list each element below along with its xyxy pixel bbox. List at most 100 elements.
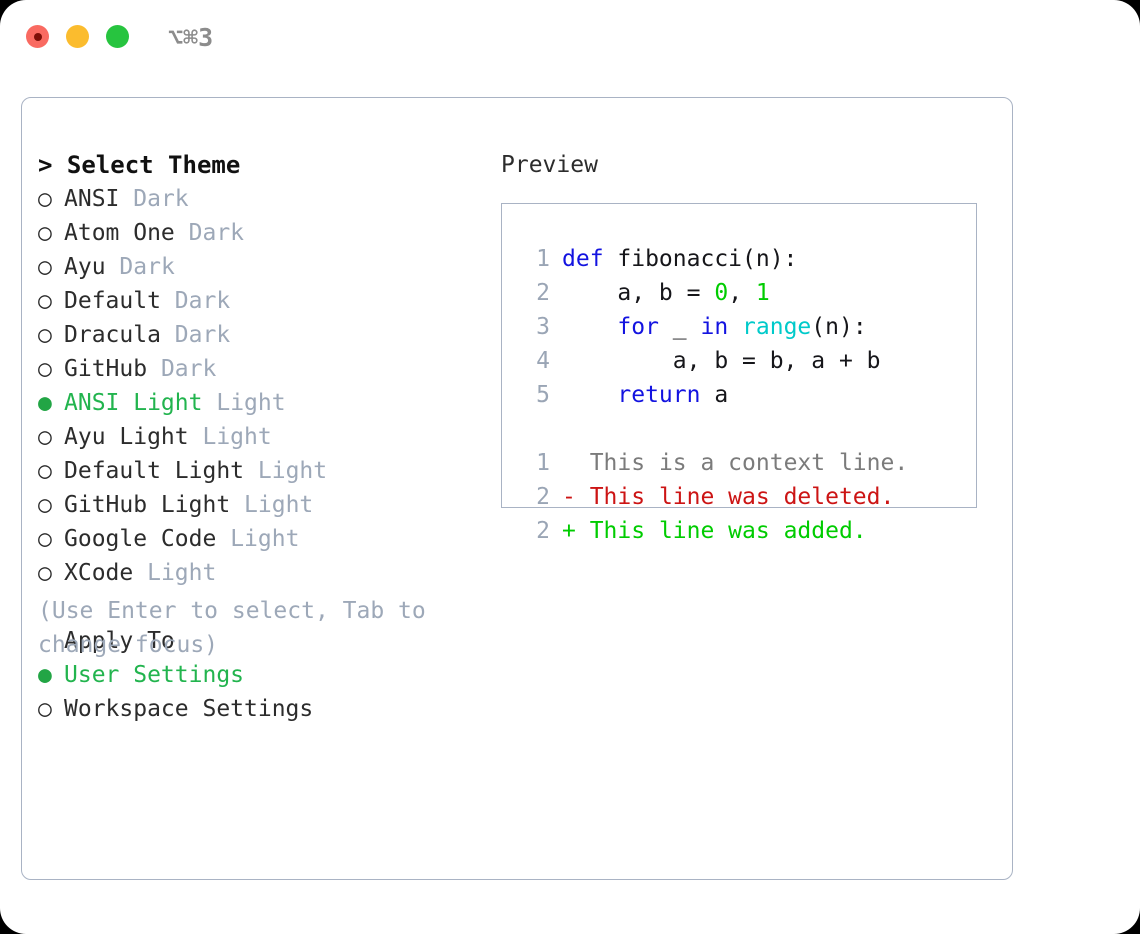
theme-list-item[interactable]: ○ Google Code Light [38,522,488,556]
radio-unselected-icon: ○ [38,288,52,314]
code-token [562,382,617,408]
theme-list-item[interactable]: ● ANSI Light Light [38,386,488,420]
theme-name-tag-gap [230,492,244,518]
theme-variant-tag: Light [257,458,328,484]
theme-variant-tag: Light [216,390,286,416]
theme-list-item[interactable]: ○Default Dark [38,284,488,318]
radio-unselected-icon: ○ [38,458,52,484]
code-line: 4 a, b = b, a + b [520,344,976,378]
theme-name: ANSI Light [64,390,203,416]
code-token: a, b = b, a + b [562,348,881,374]
theme-name-tag-gap [216,526,230,552]
theme-list: ○ANSI Dark ○ Atom One Dark ○ Ayu Dark ○ Defaul… [38,182,488,590]
apply-to-label: Apply To [64,628,175,654]
theme-variant-tag: Dark [119,254,175,280]
theme-name: Ayu [64,254,106,280]
code-line-number: 5 [536,382,550,408]
theme-name: GitHub Light [64,492,231,518]
preview-title: Preview [501,152,598,178]
radio-unselected-icon: ○ [38,254,52,280]
code-token: for [617,314,659,340]
code-line-number: 2 [536,280,550,306]
traffic-lights [26,25,129,48]
theme-list-header: > Select Theme [38,151,241,179]
theme-variant-tag: Light [230,526,300,552]
code-token: _ [658,314,701,340]
theme-name: XCode [64,560,134,586]
theme-name: Atom One [64,220,175,246]
diff-text: This line was deleted. [589,484,895,510]
diff-text: This is a context line. [589,450,909,476]
theme-list-item[interactable]: ○ GitHub Light Light [38,488,488,522]
keyboard-hint: (Use Enter to select, Tab to change focu… [38,598,440,658]
radio-unselected-icon: ○ [38,322,52,348]
maximize-icon[interactable] [106,25,129,48]
code-token: (n): [811,314,867,340]
radio-unselected-icon: ○ [38,220,52,246]
code-line-number: 3 [536,314,550,340]
diff-line-number: 2 [536,484,550,510]
theme-name: Default Light [64,458,245,484]
radio-unselected-icon: ○ [38,526,52,552]
radio-unselected-icon: ○ [38,492,52,518]
theme-list-item[interactable]: ○XCode Light [38,556,488,590]
diff-line: 2- This line was deleted. [520,480,976,514]
content-panel: > Select Theme ○ANSI Dark○Atom One Dark○… [21,97,1013,880]
theme-variant-tag: Dark [160,356,217,382]
code-token: fibonacci(n): [603,246,798,272]
theme-name: Ayu Light [64,424,189,450]
code-line: 3 for _ in range(n): [520,310,976,344]
theme-name: GitHub [64,356,148,382]
theme-name: Google Code [64,526,217,552]
code-token: , [728,280,756,306]
theme-name-tag-gap [106,254,120,280]
code-token: a, b = [562,280,715,306]
diff-marker: + [562,518,590,544]
code-diff-separator [520,412,976,446]
theme-list-item[interactable]: ○ANSI Dark [38,182,488,216]
minimize-icon[interactable] [66,25,89,48]
theme-variant-tag: Dark [188,220,245,246]
theme-variant-tag: Light [244,492,314,518]
code-token: range [742,314,812,340]
code-token: 0 [714,280,729,306]
theme-name-tag-gap [147,356,161,382]
code-token [728,314,742,340]
theme-variant-tag: Light [147,560,217,586]
close-icon[interactable] [26,25,49,48]
theme-list-item[interactable]: ○ Dracula Dark [38,318,488,352]
code-line-number: 1 [536,246,550,272]
theme-name-tag-gap [244,458,258,484]
code-token: 1 [755,280,770,306]
code-token: in [700,314,729,340]
theme-variant-tag: Light [202,424,272,450]
theme-name: Default [64,288,161,314]
apply-to-heading: Apply To [38,624,488,658]
theme-list-item[interactable]: ○GitHub Dark [38,352,488,386]
theme-name-tag-gap [161,288,175,314]
theme-list-item[interactable]: ○ Ayu Light Light [38,420,488,454]
theme-list-item[interactable]: ○ Ayu Dark [38,250,488,284]
theme-list-item[interactable]: ○ Default Light Light [38,454,488,488]
diff-marker [562,450,590,476]
radio-selected-icon: ● [38,662,52,688]
apply-to-item[interactable]: ●User Settings [38,658,488,692]
theme-name: Dracula [64,322,161,348]
theme-variant-tag: Dark [133,186,189,212]
diff-line: 1 This is a context line. [520,446,976,480]
radio-unselected-icon: ○ [38,424,52,450]
theme-name-tag-gap [161,322,175,348]
theme-selector: > Select Theme ○ANSI Dark○Atom One Dark○… [38,148,488,726]
title-bar: ⌥⌘3 [0,0,1140,80]
radio-selected-icon: ● [38,390,52,416]
apply-to-name: Workspace Settings [64,696,314,722]
apply-to-item[interactable]: ○Workspace Settings [38,692,488,726]
theme-list-item[interactable]: ○ Atom One Dark [38,216,488,250]
theme-variant-tag: Dark [174,322,231,348]
code-line: 5 return a [520,378,976,412]
